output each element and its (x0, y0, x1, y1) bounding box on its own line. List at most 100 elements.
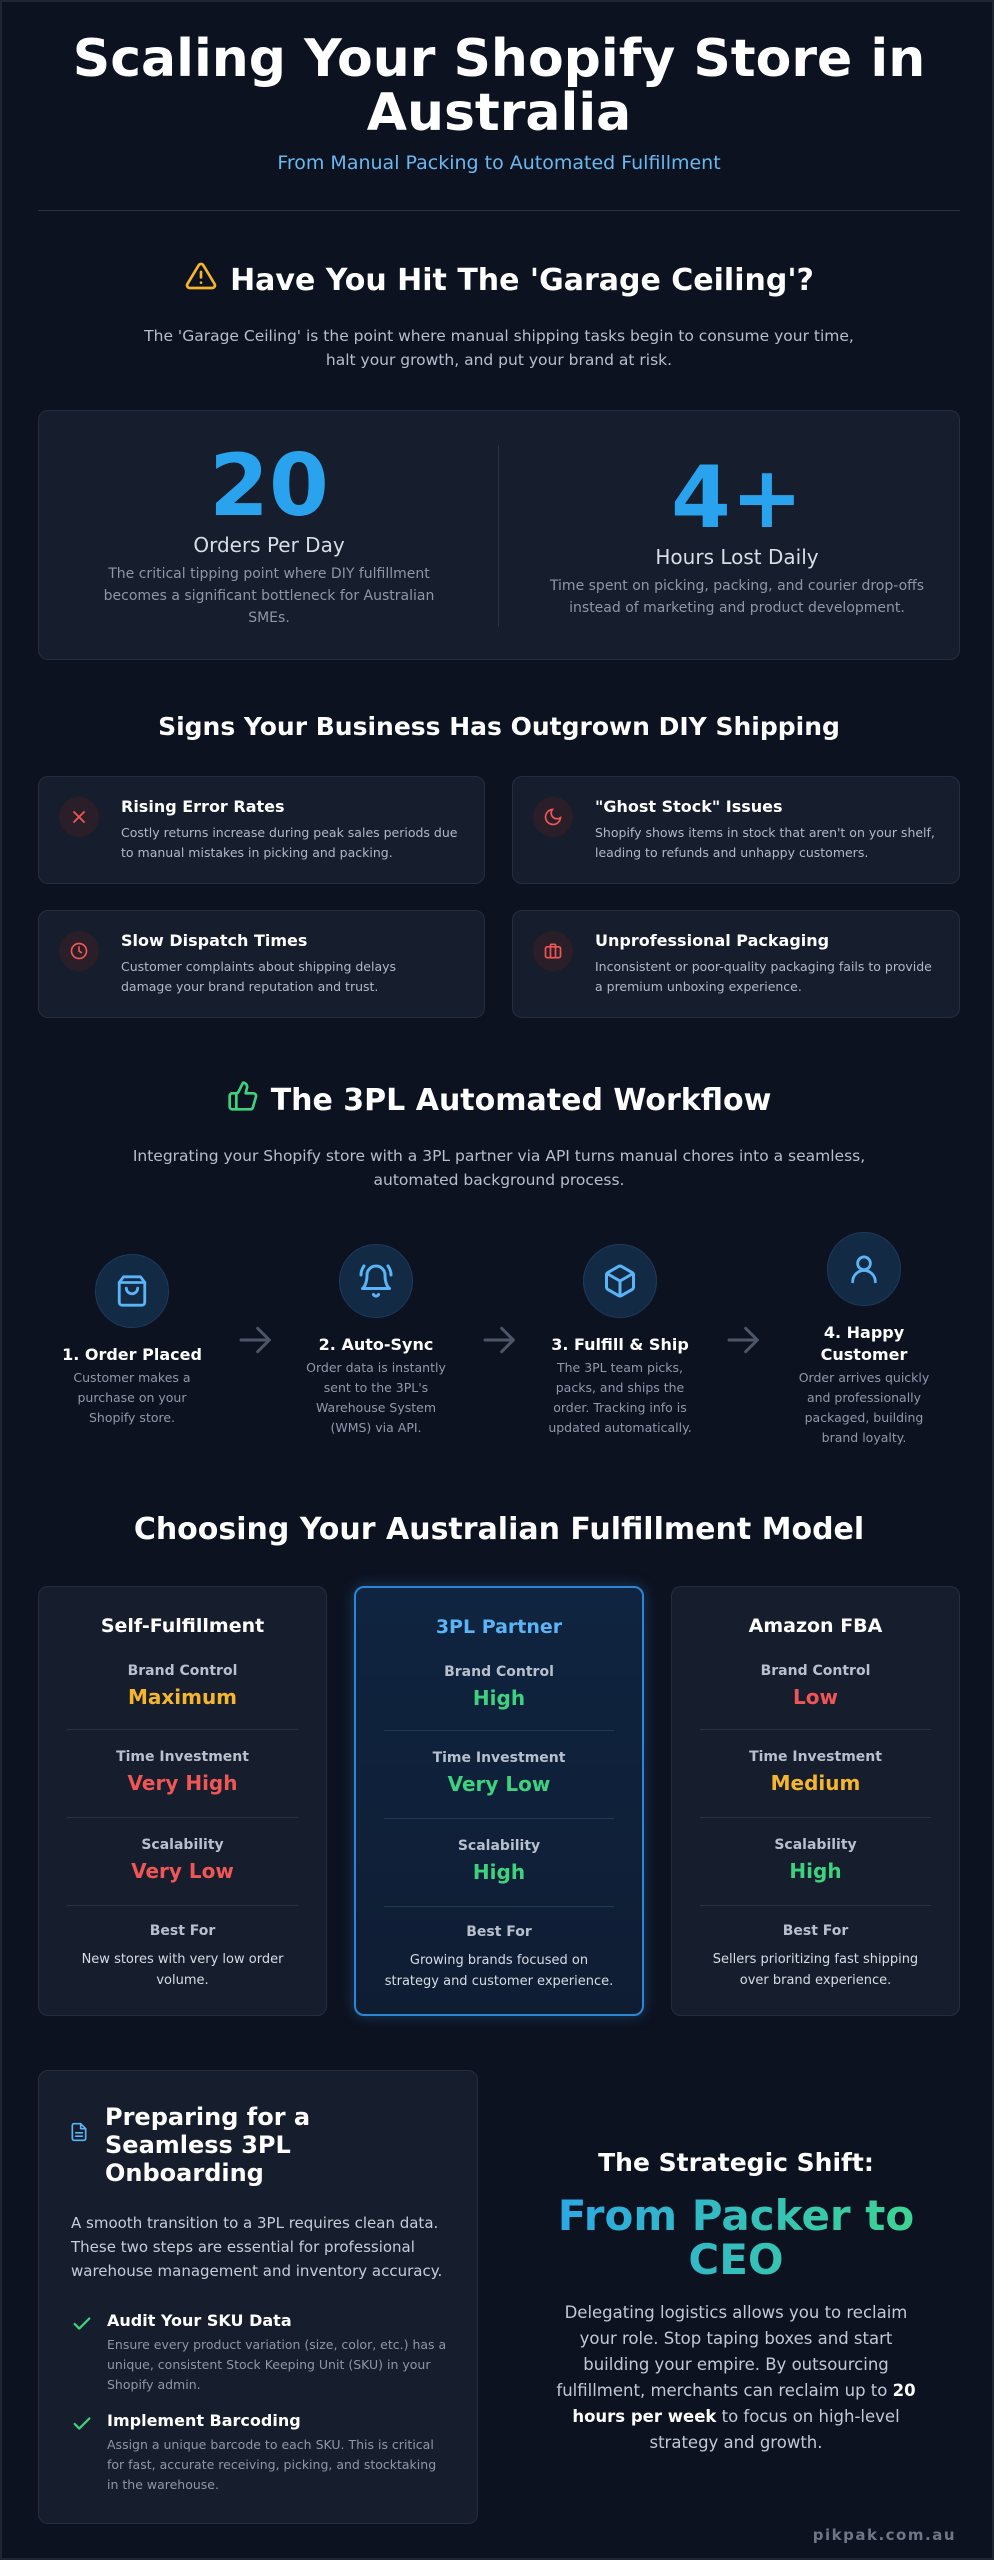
stat-label: Hours Lost Daily (655, 545, 819, 569)
ceiling-description: The 'Garage Ceiling' is the point where … (144, 327, 854, 369)
model-value: High (472, 1686, 526, 1710)
shift-text: Delegating logistics allows you to recla… (556, 2303, 916, 2452)
ceiling-heading: Have You Hit The 'Garage Ceiling'? (2, 260, 994, 303)
divider (700, 1817, 931, 1818)
workflow-step-title: 1. Order Placed (62, 1345, 202, 1364)
model-value: Very Low (447, 1772, 551, 1796)
ceiling-title: Have You Hit The 'Garage Ceiling'? (230, 263, 814, 298)
stat-hours: 4+ Hours Lost Daily Time spent on pickin… (547, 453, 927, 619)
sign-card: Unprofessional Packaging Inconsistent or… (512, 910, 960, 1018)
prep-description: A smooth transition to a 3PL requires cl… (71, 2214, 443, 2280)
divider (384, 1730, 614, 1731)
model-label: Best For (466, 1924, 532, 1940)
warning-icon (184, 260, 218, 303)
sign-description: Inconsistent or poor-quality packaging f… (595, 959, 932, 994)
stat-description: The critical tipping point where DIY ful… (103, 566, 435, 626)
model-label: Best For (149, 1923, 216, 1939)
prep-card: Preparing for a Seamless 3PL Onboarding … (38, 2070, 478, 2524)
sign-title: Slow Dispatch Times (121, 931, 308, 950)
sign-description: Customer complaints about shipping delay… (121, 959, 397, 994)
workflow-title: The 3PL Automated Workflow (270, 1083, 772, 1118)
sign-card: Rising Error Rates Costly returns increa… (38, 776, 485, 884)
divider (384, 1906, 614, 1907)
checklist-description: Ensure every product variation (size, co… (107, 2337, 447, 2392)
model-value: Low (793, 1685, 838, 1709)
model-title: 3PL Partner (435, 1616, 563, 1638)
ghost-icon (533, 797, 573, 837)
page-title: Scaling Your Shopify Store in Australia (72, 29, 926, 143)
x-icon (59, 797, 99, 837)
model-title: Amazon FBA (748, 1615, 883, 1637)
stat-divider (498, 445, 499, 627)
shift-highlight: 20 hours per week (572, 2381, 916, 2426)
model-value: Medium (770, 1771, 861, 1795)
divider (384, 1818, 614, 1819)
divider (700, 1905, 931, 1906)
check-icon (71, 2413, 93, 2439)
stat-description: Time spent on picking, packing, and cour… (549, 578, 925, 616)
sign-title: Unprofessional Packaging (595, 931, 830, 950)
models-heading: Choosing Your Australian Fulfillment Mod… (133, 1512, 865, 1547)
shopping-bag-icon (95, 1254, 169, 1328)
workflow-step-title: 3. Fulfill & Ship (551, 1335, 689, 1354)
divider (38, 210, 960, 211)
model-best-for: Sellers prioritizing fast shipping over … (712, 1952, 919, 1988)
arrow-right-icon (236, 1320, 276, 1367)
sign-card: Slow Dispatch Times Customer complaints … (38, 910, 485, 1018)
model-label: Scalability (457, 1838, 541, 1854)
model-label: Time Investment (432, 1750, 566, 1766)
model-label: Best For (782, 1923, 849, 1939)
stat-value: 20 (209, 436, 329, 536)
workflow-step-description: Customer makes a purchase on your Shopif… (73, 1370, 191, 1425)
arrow-right-icon (480, 1320, 520, 1367)
model-label: Scalability (141, 1837, 224, 1853)
clock-icon (59, 931, 99, 971)
package-icon (533, 931, 573, 971)
arrow-right-icon (724, 1320, 764, 1367)
thumbs-up-icon (227, 1080, 259, 1123)
model-value: High (789, 1859, 842, 1883)
page-subtitle: From Manual Packing to Automated Fulfill… (277, 152, 721, 174)
workflow-step-title: 2. Auto-Sync (318, 1335, 434, 1354)
divider (67, 1729, 298, 1730)
shift-headline: From Packer to CEO (522, 2194, 950, 2282)
stat-orders: 20 Orders Per Day The critical tipping p… (89, 441, 449, 629)
model-value: Maximum (127, 1685, 238, 1709)
checklist-title: Audit Your SKU Data (107, 2311, 292, 2330)
workflow-step-description: Order arrives quickly and professionally… (798, 1370, 930, 1445)
shift-title: The Strategic Shift: (598, 2148, 874, 2177)
model-label: Scalability (774, 1837, 857, 1853)
model-value: Very Low (131, 1859, 234, 1883)
model-label: Time Investment (116, 1749, 249, 1765)
workflow-description: Integrating your Shopify store with a 3P… (132, 1147, 866, 1189)
stat-label: Orders Per Day (193, 533, 345, 557)
workflow-step-title: 4. Happy Customer (820, 1323, 908, 1364)
divider (67, 1905, 298, 1906)
sign-card: "Ghost Stock" Issues Shopify shows items… (512, 776, 960, 884)
model-label: Time Investment (749, 1749, 882, 1765)
bell-icon (339, 1244, 413, 1318)
signs-heading: Signs Your Business Has Outgrown DIY Shi… (158, 712, 840, 741)
user-icon (827, 1232, 901, 1306)
checklist-title: Implement Barcoding (107, 2411, 301, 2430)
divider (700, 1729, 931, 1730)
stats-card: 20 Orders Per Day The critical tipping p… (38, 410, 960, 660)
model-best-for: New stores with very low order volume. (81, 1952, 284, 1988)
checklist-description: Assign a unique barcode to each SKU. Thi… (107, 2437, 437, 2492)
workflow-step-description: The 3PL team picks, packs, and ships the… (548, 1360, 692, 1435)
box-icon (583, 1244, 657, 1318)
sign-description: Costly returns increase during peak sale… (121, 825, 458, 860)
workflow-step-description: Order data is instantly sent to the 3PL'… (306, 1360, 446, 1435)
document-icon (69, 2121, 89, 2147)
sign-title: "Ghost Stock" Issues (595, 797, 783, 816)
model-label: Brand Control (444, 1664, 554, 1680)
stat-value: 4+ (671, 448, 803, 548)
model-label: Brand Control (760, 1663, 871, 1679)
prep-title: Preparing for a Seamless 3PL Onboarding (105, 2103, 311, 2187)
model-best-for: Growing brands focused on strategy and c… (384, 1953, 614, 1989)
sign-title: Rising Error Rates (121, 797, 285, 816)
